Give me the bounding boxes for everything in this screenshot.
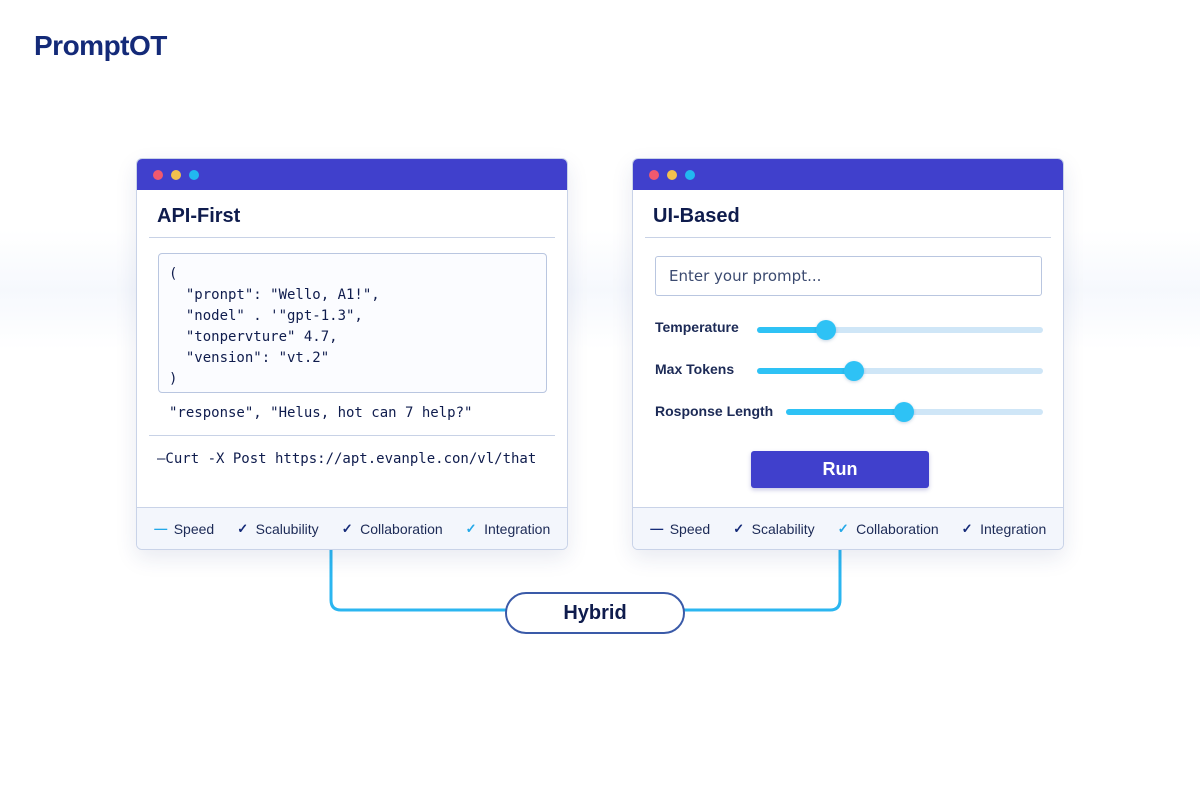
response-text: "response", "Helus, hot can 7 help?" bbox=[169, 405, 473, 421]
check-icon: ✓ bbox=[341, 520, 353, 536]
slider-fill bbox=[757, 327, 826, 333]
temperature-slider[interactable] bbox=[757, 320, 1043, 340]
response-length-slider[interactable] bbox=[786, 402, 1043, 422]
check-icon: ✓ bbox=[961, 520, 973, 536]
slider-label-response-length: Rosponse Length bbox=[655, 403, 774, 419]
hybrid-pill: Hybrid bbox=[505, 592, 685, 634]
slider-handle[interactable] bbox=[894, 402, 915, 422]
code-line: "nodel" . '"gpt-1.3", bbox=[169, 308, 363, 324]
run-button[interactable]: Run bbox=[751, 451, 929, 488]
close-dot-icon bbox=[153, 170, 163, 180]
code-line: "tonpervture" 4.7, bbox=[169, 329, 338, 345]
feature-label: Speed bbox=[669, 520, 711, 537]
slider-handle[interactable] bbox=[815, 320, 836, 340]
window-titlebar bbox=[137, 159, 567, 190]
feature-label: Collaboration bbox=[856, 520, 939, 537]
feature-collaboration: ✓ Collaboration bbox=[340, 521, 443, 537]
code-line: "pronpt": "Wello, A1!", bbox=[169, 287, 380, 303]
feature-speed: — Speed bbox=[650, 521, 710, 537]
connector-right-line bbox=[681, 548, 842, 612]
window-title: UI-Based bbox=[653, 205, 740, 227]
window-title: API-First bbox=[157, 205, 241, 227]
slider-handle[interactable] bbox=[844, 361, 865, 381]
brand-logo: PromptOT bbox=[34, 30, 167, 61]
slider-fill bbox=[757, 368, 855, 374]
slider-fill bbox=[786, 409, 905, 415]
feature-label: Integration bbox=[484, 520, 551, 537]
check-icon: ✓ bbox=[837, 520, 849, 536]
feature-footer: — Speed ✓ Scalubility ✓ Collaboration ✓ … bbox=[137, 507, 567, 549]
feature-label: Speed bbox=[173, 520, 215, 537]
minimize-dot-icon bbox=[667, 170, 677, 180]
feature-integration: ✓ Integration bbox=[464, 520, 551, 537]
feature-label: Collaboration bbox=[360, 520, 443, 537]
response-divider bbox=[149, 435, 555, 436]
slider-label-temperature: Temperature bbox=[655, 319, 739, 335]
maximize-dot-icon bbox=[685, 170, 695, 180]
minimize-dot-icon bbox=[171, 170, 181, 180]
code-line: "vension": "vt.2" bbox=[169, 350, 330, 366]
curl-command: —Curt -X Post https://apt.evanple.con/vl… bbox=[157, 451, 537, 467]
prompt-input[interactable] bbox=[655, 256, 1042, 296]
feature-scalability: ✓ Scalubility bbox=[236, 520, 319, 537]
feature-footer: — Speed ✓ Scalability ✓ Collaboration ✓ … bbox=[633, 507, 1063, 549]
maximize-dot-icon bbox=[189, 170, 199, 180]
title-divider bbox=[645, 237, 1051, 238]
feature-label: Scalability bbox=[751, 520, 815, 537]
dash-icon: — bbox=[154, 521, 168, 536]
feature-label: Integration bbox=[980, 520, 1047, 537]
code-line: ) bbox=[169, 371, 178, 387]
dash-icon: — bbox=[650, 521, 664, 536]
json-code-block: ( "pronpt": "Wello, A1!", "nodel" . '"gp… bbox=[158, 253, 547, 393]
ui-based-window: UI-Based Temperature Max Tokens Rosponse… bbox=[632, 158, 1064, 550]
slider-label-max-tokens: Max Tokens bbox=[655, 361, 735, 377]
code-line: ( bbox=[169, 266, 178, 282]
title-divider bbox=[149, 237, 555, 238]
feature-scalability: ✓ Scalability bbox=[732, 520, 815, 537]
check-icon: ✓ bbox=[237, 520, 249, 536]
check-icon: ✓ bbox=[465, 520, 477, 536]
feature-speed: — Speed bbox=[154, 521, 214, 537]
window-titlebar bbox=[633, 159, 1063, 190]
close-dot-icon bbox=[649, 170, 659, 180]
api-first-window: API-First ( "pronpt": "Wello, A1!", "nod… bbox=[136, 158, 568, 550]
connector-left-line bbox=[329, 548, 509, 612]
feature-collaboration: ✓ Collaboration bbox=[836, 521, 939, 537]
feature-integration: ✓ Integration bbox=[960, 520, 1047, 537]
feature-label: Scalubility bbox=[255, 520, 319, 537]
check-icon: ✓ bbox=[733, 520, 745, 536]
max-tokens-slider[interactable] bbox=[757, 361, 1043, 381]
